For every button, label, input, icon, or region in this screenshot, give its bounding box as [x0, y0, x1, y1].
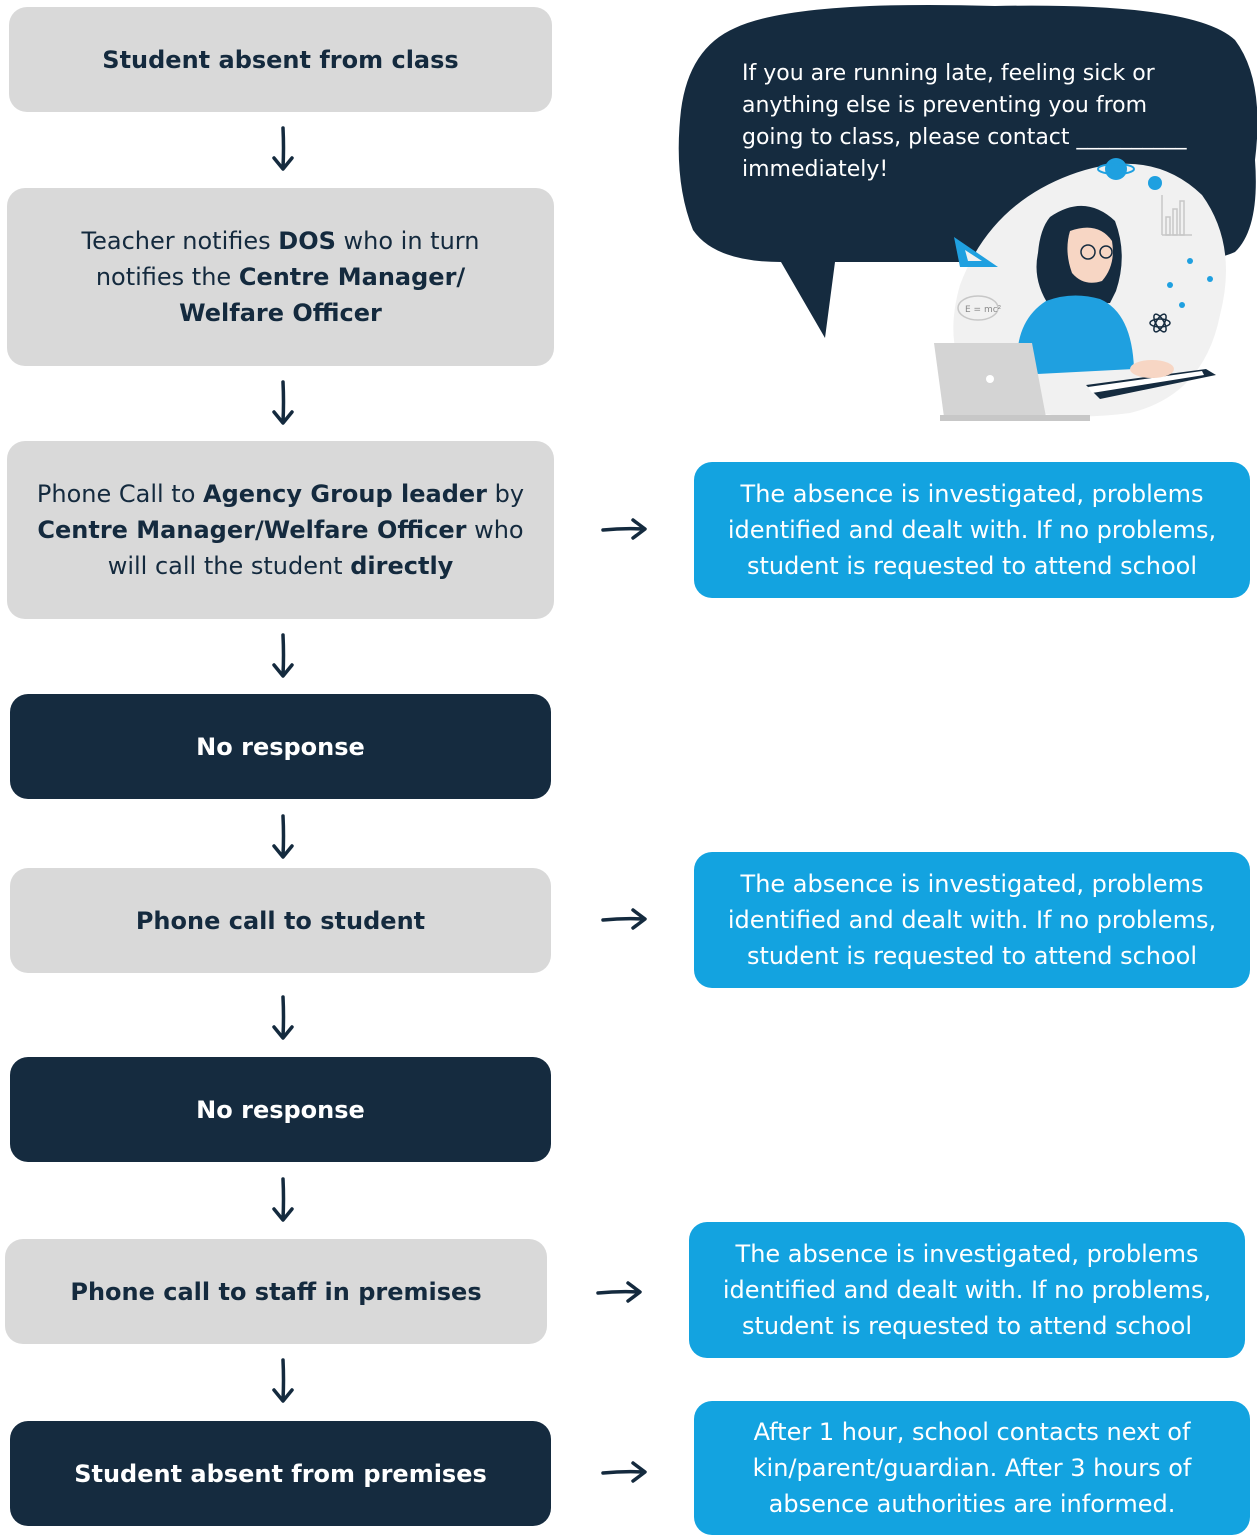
text-part: Phone Call to [36, 480, 204, 508]
formula-label: E = mc² [965, 305, 1002, 315]
student-laptop-illustration: E = mc² [934, 158, 1226, 421]
step-teacher-notifies: Teacher notifies DOS who in turn notifie… [7, 188, 554, 366]
arrow-down-icon [272, 380, 294, 425]
step-label: No response [196, 732, 365, 761]
outcome-text: The absence is investigated, problems id… [727, 480, 1217, 580]
outcome-text: The absence is investigated, problems id… [727, 870, 1217, 970]
step-phone-call-staff: Phone call to staff in premises [5, 1239, 547, 1344]
text-part: who will call the student [107, 516, 524, 580]
text-part: who in turn notifies the [95, 227, 480, 291]
arrow-right-icon [601, 518, 647, 540]
step-text: Phone Call to Agency Group leader by Cen… [31, 476, 531, 584]
step-label: Phone call to staff in premises [70, 1277, 482, 1306]
step-phone-call-agency: Phone Call to Agency Group leader by Cen… [7, 441, 554, 619]
text-bold: Centre Manager/Welfare Officer [37, 516, 467, 544]
text-bold: Centre Manager/ Welfare Officer [179, 263, 466, 327]
text-bold: DOS [278, 227, 336, 255]
arrow-down-icon [272, 126, 294, 171]
step-no-response-1: No response [10, 694, 551, 799]
arrow-right-icon [596, 1281, 642, 1303]
outcome-authorities-informed: After 1 hour, school contacts next of ki… [694, 1401, 1250, 1535]
step-label: Student absent from class [102, 45, 459, 74]
step-no-response-2: No response [10, 1057, 551, 1162]
step-label: Student absent from premises [74, 1459, 487, 1488]
arrow-down-icon [272, 1358, 294, 1403]
step-phone-call-student: Phone call to student [10, 868, 551, 973]
step-label: Phone call to student [135, 906, 426, 935]
step-student-absent-premises: Student absent from premises [10, 1421, 551, 1526]
step-student-absent-class: Student absent from class [9, 7, 552, 112]
arrow-down-icon [272, 633, 294, 678]
outcome-text: The absence is investigated, problems id… [722, 1240, 1212, 1340]
arrow-right-icon [601, 1461, 647, 1483]
text-bold: Agency Group leader [203, 480, 488, 508]
arrow-down-icon [272, 1177, 294, 1222]
outcome-text: After 1 hour, school contacts next of ki… [752, 1418, 1192, 1518]
outcome-investigated-3: The absence is investigated, problems id… [689, 1222, 1245, 1358]
outcome-investigated-2: The absence is investigated, problems id… [694, 852, 1250, 988]
step-label: No response [196, 1095, 365, 1124]
arrow-down-icon [272, 995, 294, 1040]
arrow-down-icon [272, 814, 294, 859]
step-text: Teacher notifies DOS who in turn notifie… [46, 223, 516, 331]
text-part: by [487, 480, 525, 508]
outcome-investigated-1: The absence is investigated, problems id… [694, 462, 1250, 598]
arrow-right-icon [601, 908, 647, 930]
text-part: Teacher notifies [81, 227, 279, 255]
text-bold: directly [350, 552, 454, 580]
bubble-text: If you are running late, feeling sick or… [742, 61, 1187, 182]
